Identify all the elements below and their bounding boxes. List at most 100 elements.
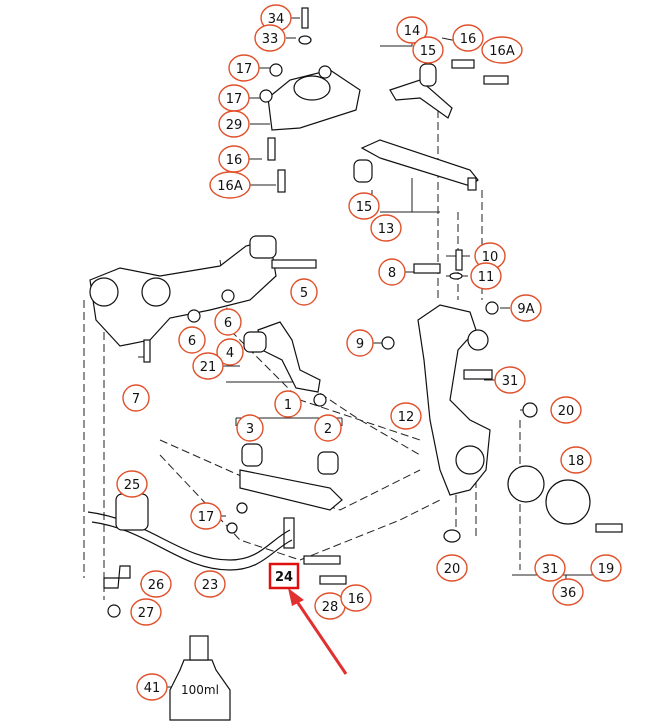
- callout-label: 10: [482, 250, 499, 265]
- callout-ring: [590, 554, 622, 582]
- callout-c41: 41: [136, 673, 168, 701]
- callout-ring: [216, 338, 244, 366]
- callout-c15b: 15: [348, 192, 380, 220]
- callout-ring: [290, 278, 318, 306]
- callout-c16Ab: 16A: [481, 36, 523, 64]
- callout-c1: 1: [274, 390, 302, 418]
- callout-ring: [452, 24, 484, 52]
- callout-ring: [140, 570, 172, 598]
- callout-c16Aa: 16A: [209, 171, 251, 199]
- callout-24-label: 24: [275, 570, 293, 585]
- callout-c31b: 31: [534, 554, 566, 582]
- callout-ring: [254, 24, 286, 52]
- callout-label: 4: [226, 346, 234, 361]
- callout-c14: 14: [396, 16, 428, 44]
- callout-c4: 4: [216, 338, 244, 366]
- callout-label: 5: [300, 286, 308, 301]
- callout-ring: [552, 578, 584, 606]
- callout-c3: 3: [236, 414, 264, 442]
- callout-ring: [136, 673, 168, 701]
- callout-label: 7: [132, 392, 140, 407]
- callout-label: 41: [144, 681, 161, 696]
- callout-label: 15: [356, 200, 373, 215]
- callout-label: 9A: [517, 302, 534, 317]
- callout-c18: 18: [560, 446, 592, 474]
- callout-c20b: 20: [436, 554, 468, 582]
- callout-label: 13: [378, 222, 395, 237]
- callout-c20a: 20: [550, 396, 582, 424]
- callout-label: 27: [138, 606, 155, 621]
- callout-ring: [130, 598, 162, 626]
- callout-label: 6: [188, 334, 196, 349]
- callout-c12: 12: [390, 402, 422, 430]
- callout-c16b: 16: [452, 24, 484, 52]
- callout-ring: [494, 366, 526, 394]
- callout-c16c: 16: [340, 584, 372, 612]
- callout-label: 25: [124, 478, 141, 493]
- callout-label: 16: [348, 592, 365, 607]
- callout-label: 16: [226, 153, 243, 168]
- callout-ring: [192, 352, 224, 380]
- callout-label: 29: [226, 118, 243, 133]
- callout-c5: 5: [290, 278, 318, 306]
- callout-ring: [560, 446, 592, 474]
- callout-ring: [346, 329, 374, 357]
- callout-c21: 21: [192, 352, 224, 380]
- callout-c23: 23: [194, 570, 226, 598]
- callout-c9: 9: [346, 329, 374, 357]
- callout-24-highlight: 24: [268, 562, 300, 590]
- callout-c8: 8: [378, 258, 406, 286]
- callout-c2: 2: [314, 414, 342, 442]
- callout-label: 31: [502, 374, 519, 389]
- callout-c11: 11: [470, 262, 502, 290]
- callout-label: 6: [224, 316, 232, 331]
- callout-ring: [378, 258, 406, 286]
- callout-ring: [436, 554, 468, 582]
- callout-label: 16: [460, 32, 477, 47]
- callout-c19: 19: [590, 554, 622, 582]
- callout-c17b: 17: [218, 84, 250, 112]
- callout-label: 17: [236, 62, 253, 77]
- callout-c16a: 16: [218, 145, 250, 173]
- callout-label: 3: [246, 422, 254, 437]
- callout-label: 9: [356, 337, 364, 352]
- callout-label: 8: [388, 266, 396, 281]
- callout-ring: [122, 384, 150, 412]
- callout-label: 17: [198, 510, 215, 525]
- callout-ring: [314, 414, 342, 442]
- callout-label: 23: [202, 578, 219, 593]
- callout-c28: 28: [314, 592, 346, 620]
- callout-label: 1: [284, 398, 292, 413]
- callout-ring: [178, 326, 206, 354]
- callout-ring: [534, 554, 566, 582]
- callout-label: 19: [598, 562, 615, 577]
- callout-ring: [470, 262, 502, 290]
- callout-c36: 36: [552, 578, 584, 606]
- callout-label: 18: [568, 454, 585, 469]
- callout-label: 20: [558, 404, 575, 419]
- callout-label: 20: [444, 562, 461, 577]
- callout-c17a: 17: [228, 54, 260, 82]
- callout-ring: [228, 54, 260, 82]
- bottle-label: 100ml: [181, 683, 219, 697]
- callout-c15a: 15: [412, 36, 444, 64]
- callout-label: 36: [560, 586, 577, 601]
- callout-label: 26: [148, 578, 165, 593]
- parts-art: [87, 7, 623, 721]
- callout-label: 33: [262, 32, 279, 47]
- callout-label: 14: [404, 24, 421, 39]
- callout-c33: 33: [254, 24, 286, 52]
- callout-ring: [218, 110, 250, 138]
- callout-ring: [274, 390, 302, 418]
- callout-label: 11: [478, 270, 495, 285]
- callout-ring: [390, 402, 422, 430]
- callout-label: 12: [398, 410, 415, 425]
- callout-label: 21: [200, 360, 217, 375]
- callout-c29: 29: [218, 110, 250, 138]
- pointer-arrow: [288, 588, 348, 675]
- callout-label: 15: [420, 44, 437, 59]
- callout-ring: [190, 502, 222, 530]
- callout-ring: [340, 584, 372, 612]
